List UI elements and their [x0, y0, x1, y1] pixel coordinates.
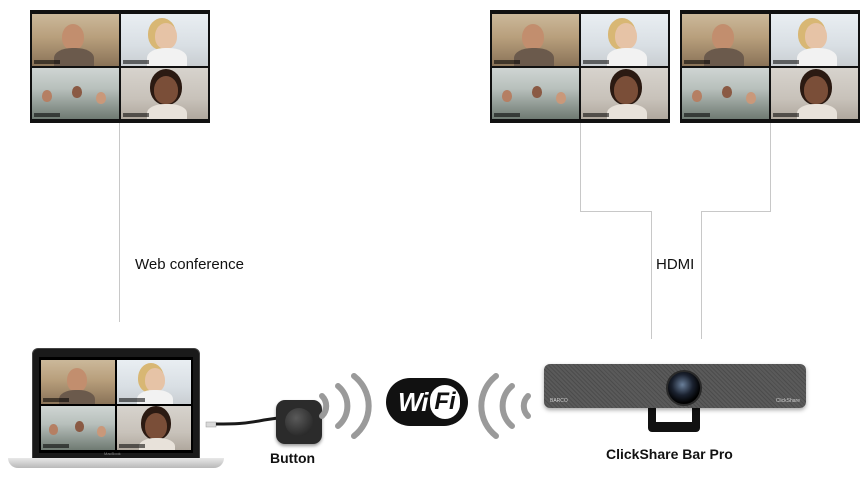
hdmi-line-left-horizontal: [580, 211, 652, 212]
usb-cable-icon: [205, 416, 279, 428]
clickshare-bar-label: ClickShare Bar Pro: [606, 446, 733, 462]
hdmi-label: HDMI: [656, 256, 695, 273]
hdmi-line-left-upper: [580, 122, 581, 212]
remote-participant-screen: [30, 10, 210, 123]
laptop-icon: [32, 348, 200, 462]
wireless-waves-icon: [319, 373, 372, 439]
laptop-brand-label: MacBook: [104, 451, 121, 456]
wifi-logo-icon: Wi Fi: [386, 378, 468, 426]
video-tile: [32, 14, 119, 66]
bar-brand-left: BARCO: [550, 398, 568, 404]
laptop-screen: [39, 357, 193, 453]
bar-stand: [648, 404, 700, 432]
video-tile: [121, 14, 208, 66]
wifi-logo-right: Fi: [430, 385, 460, 419]
laptop-base: [8, 458, 224, 468]
video-tile: [121, 67, 208, 119]
hdmi-line-right-lower: [701, 211, 702, 339]
video-bar-icon: BARCO ClickShare: [544, 364, 806, 408]
button-label: Button: [270, 450, 316, 466]
hdmi-line-right-horizontal: [701, 211, 771, 212]
hdmi-line-left-lower: [651, 211, 652, 339]
video-tile: [32, 67, 119, 119]
wifi-logo-left: Wi: [398, 387, 429, 417]
room-display-left: [490, 10, 670, 123]
web-conference-line: [119, 122, 120, 322]
button-disc: [285, 408, 313, 436]
bar-brand-right: ClickShare: [775, 398, 800, 404]
hdmi-line-right-upper: [770, 122, 771, 212]
room-display-right: [680, 10, 860, 123]
camera-lens-icon: [666, 370, 702, 406]
web-conference-label: Web conference: [135, 256, 244, 273]
wireless-waves-icon: [478, 373, 531, 439]
clickshare-button-icon: [276, 400, 322, 444]
